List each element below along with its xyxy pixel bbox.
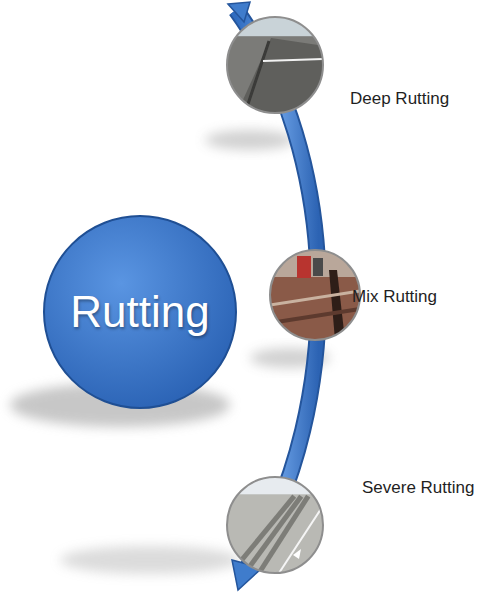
arc-arrow-tail xyxy=(228,2,250,22)
category-label: Mix Rutting xyxy=(352,287,437,307)
category-label: Severe Rutting xyxy=(362,478,474,498)
photo-shape xyxy=(226,16,487,128)
category-label: Deep Rutting xyxy=(350,89,449,109)
topic-label: Rutting xyxy=(70,287,209,337)
photo-circle: Deep Rutting xyxy=(226,16,487,128)
topic-circle: Rutting xyxy=(40,212,240,412)
shadow xyxy=(60,546,240,574)
shadow xyxy=(205,130,295,150)
photo-circle: Severe Rutting xyxy=(226,476,487,576)
photo-circle: Mix Rutting xyxy=(268,249,487,345)
